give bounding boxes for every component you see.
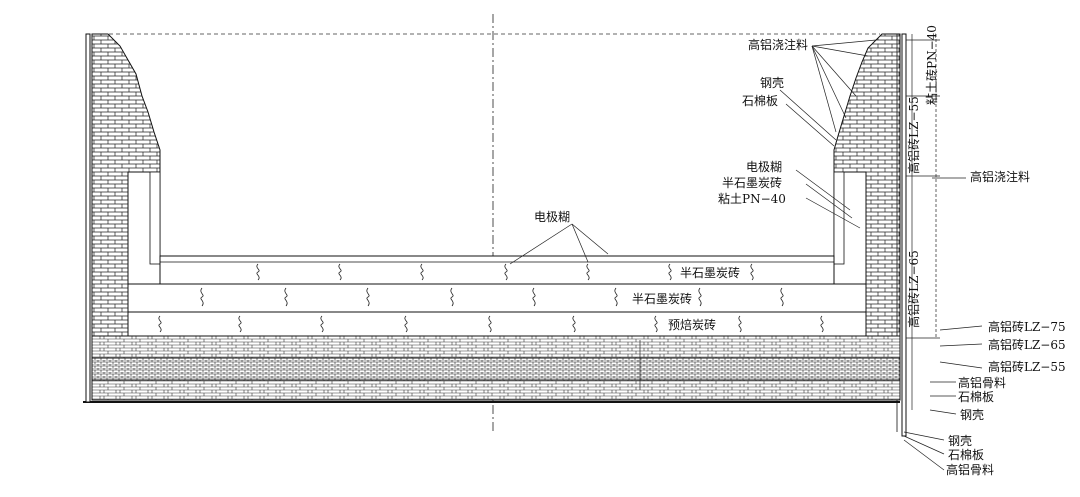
carbon-joint-mark [200,287,204,307]
label-steel-shell-bottom: 钢壳 [960,408,985,422]
label-hearth-lz65: 高铝砖LZ−65 [988,338,1066,352]
label-asbestos-lower: 石棉板 [948,448,985,462]
label-high-al-lz55-vertical: 高铝砖LZ−55 [907,96,921,174]
carbon-joint-mark [158,315,162,333]
label-prebaked: 预焙炭砖 [668,318,717,332]
label-castable-top: 高铝浇注料 [748,38,809,52]
leader-lines [509,39,983,471]
carbon-joint-mark [338,263,342,281]
hearth-bricks [91,335,901,401]
carbon-layers [127,255,867,337]
label-semi-graphite-mid: 半石墨炭砖 [632,292,693,306]
carbon-joint-mark [572,315,576,333]
layer-semi-graphite-top [159,255,835,285]
carbon-joint-mark [404,315,408,333]
right-wall [833,33,907,437]
left-inner-lining-2 [149,171,161,265]
carbon-joint-mark [586,263,590,281]
carbon-joint-mark [420,263,424,281]
carbon-joint-mark [780,287,784,307]
label-asbestos-bottom: 石棉板 [958,390,995,404]
carbon-joint-mark [532,287,536,307]
right-inner-lining-2 [833,171,845,265]
carbon-joint-mark [750,263,754,281]
label-aggregate-lower: 高铝骨料 [946,463,995,477]
carbon-joint-mark [738,315,742,333]
hearth-lz75 [91,335,901,359]
carbon-joint-mark [450,287,454,307]
label-electrode-paste-center: 电极糊 [534,210,571,224]
right-dimension-lines [906,34,940,410]
left-steel-shell [85,33,91,403]
carbon-joint-mark [504,263,508,281]
label-asbestos-board-upper: 石棉板 [742,94,779,108]
label-aggregate-upper: 高铝骨料 [958,376,1007,390]
label-hearth-lz75: 高铝砖LZ−75 [988,320,1066,334]
carbon-joint-mark [668,263,672,281]
label-semi-graphite-top: 半石墨炭砖 [680,266,741,280]
carbon-joint-mark [256,263,260,281]
carbon-joint-mark [320,315,324,333]
carbon-joint-mark [366,287,370,307]
label-high-al-lz65-vertical: 高铝砖LZ−65 [907,250,921,328]
label-hearth-lz55: 高铝砖LZ−55 [988,360,1066,374]
carbon-joint-mark [238,315,242,333]
carbon-joint-mark [614,287,618,307]
label-clay-pn40-right: 粘土PN−40 [718,192,786,206]
layer-semi-graphite-mid [127,283,867,313]
carbon-joint-mark [820,315,824,333]
hearth-lz55 [91,379,901,401]
hearth-lz65 [91,357,901,381]
layer-prebaked [127,311,867,337]
carbon-joint-mark [284,287,288,307]
carbon-joint-mark [654,315,658,333]
label-clay-brick-pn40: 粘土砖PN−40 [925,25,939,105]
carbon-joint-mark [488,315,492,333]
label-semi-graphite-right: 半石墨炭砖 [722,176,783,190]
label-castable-right: 高铝浇注料 [970,170,1031,184]
label-electrode-paste-right: 电极糊 [746,160,783,174]
carbon-joint-marks [158,263,824,333]
label-steel-shell-upper: 钢壳 [760,76,785,90]
carbon-joint-mark [698,287,702,307]
right-steel-shell [901,33,907,437]
label-steel-shell-lower: 钢壳 [948,434,973,448]
